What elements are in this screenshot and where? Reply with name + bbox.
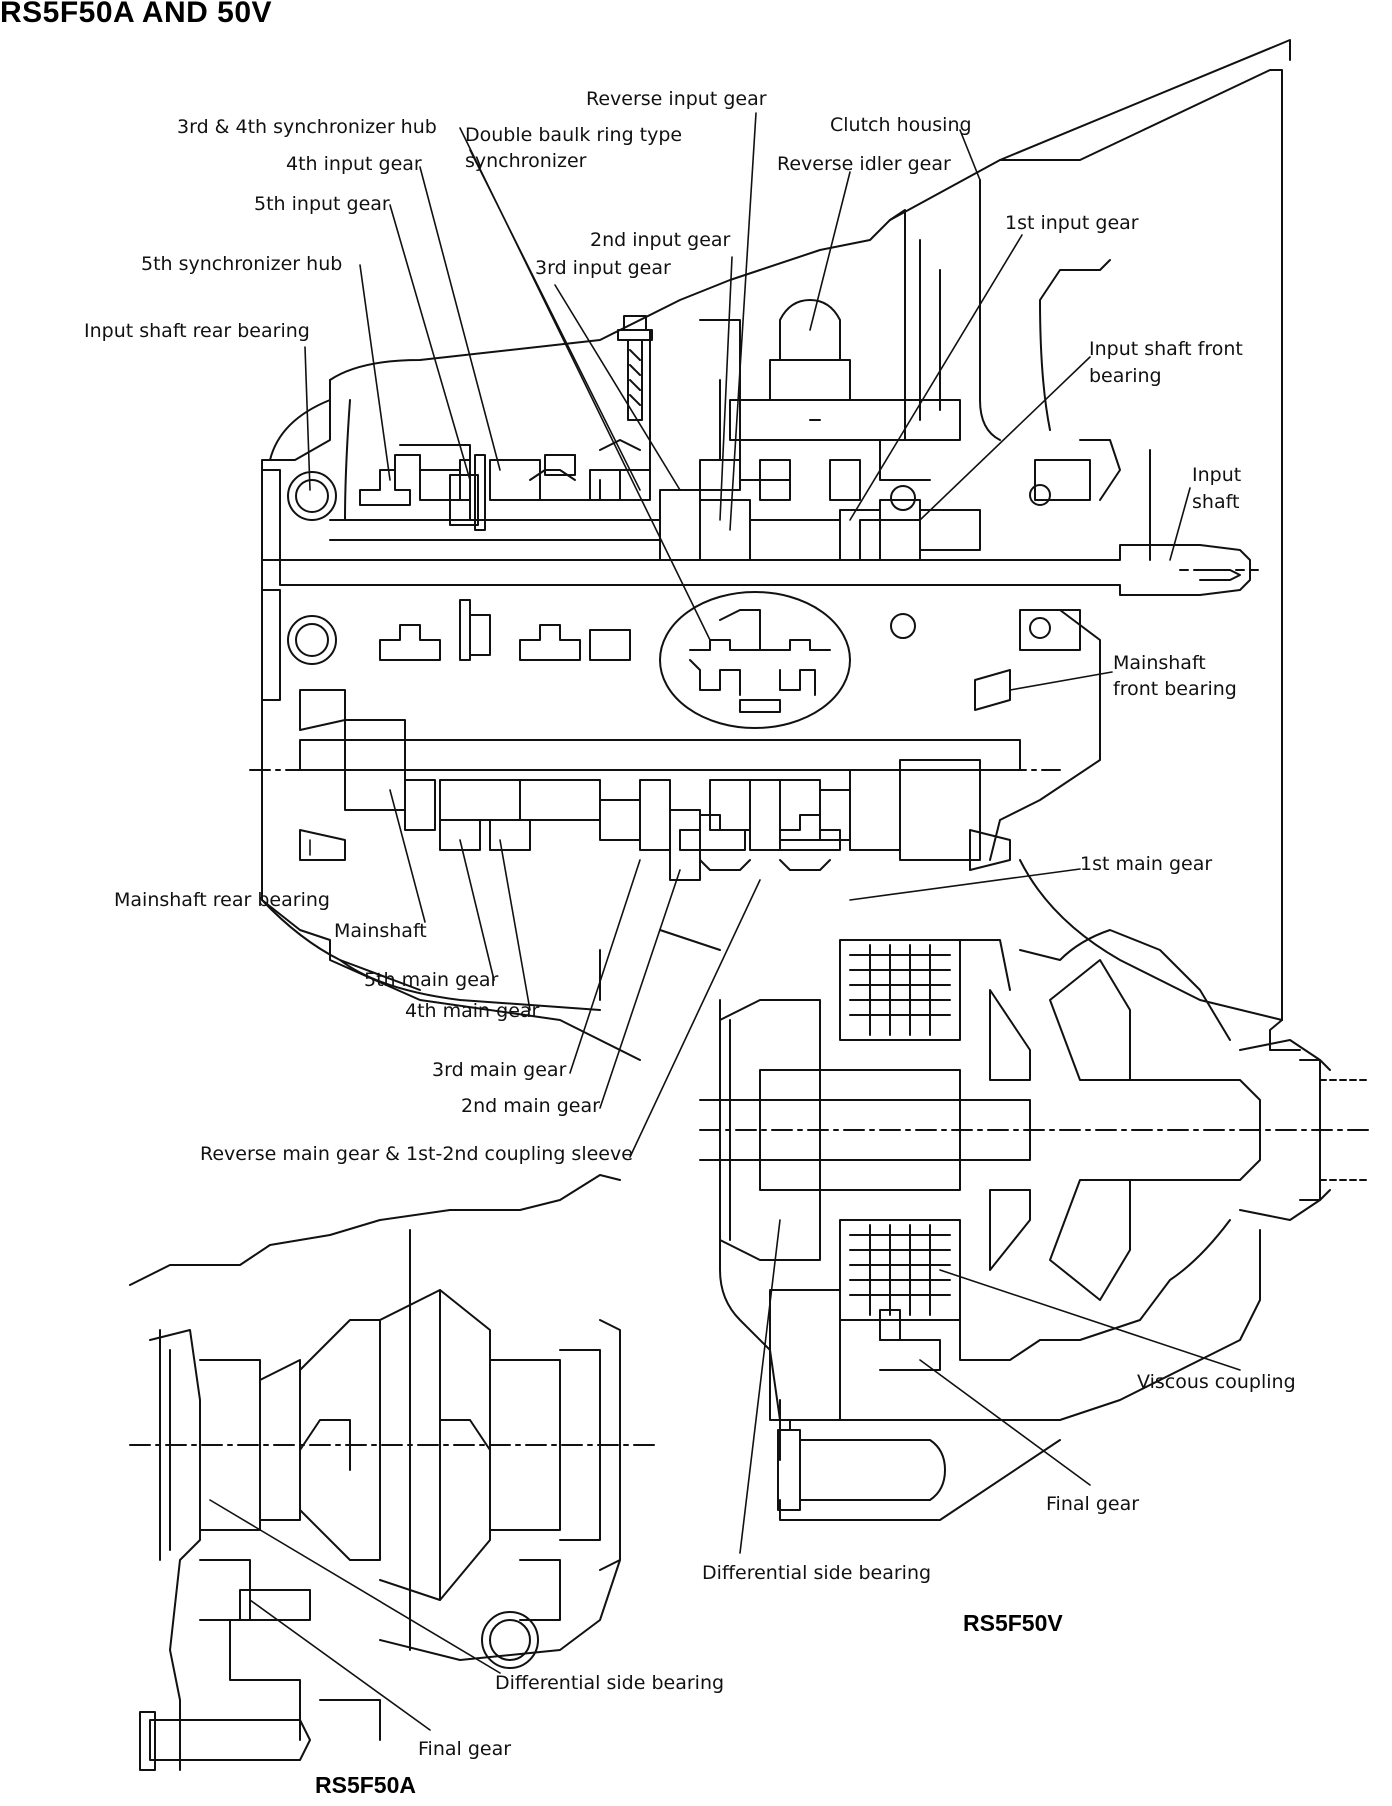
label-double-baulk-ring-2: synchronizer bbox=[465, 150, 587, 172]
leader-lines bbox=[209, 112, 1241, 1731]
label-double-baulk-ring-1: Double baulk ring type bbox=[465, 124, 683, 146]
input-shaft bbox=[279, 459, 1261, 596]
label-4th-input-gear: 4th input gear bbox=[286, 153, 422, 175]
label-differential-side-bearing-50v: Differential side bearing bbox=[702, 1562, 932, 1584]
label-final-gear-50a: Final gear bbox=[418, 1738, 512, 1760]
label-2nd-main-gear: 2nd main gear bbox=[461, 1095, 600, 1117]
lower-synchronizers bbox=[379, 599, 841, 871]
variant-label-rs5f50v: RS5F50V bbox=[963, 1610, 1063, 1636]
label-input-shaft-front-bearing-2: bearing bbox=[1089, 365, 1162, 387]
label-input-shaft-1: Input bbox=[1192, 464, 1242, 486]
case-bolt bbox=[617, 315, 653, 421]
label-1st-input-gear: 1st input gear bbox=[1005, 212, 1139, 234]
label-mainshaft-rear-bearing: Mainshaft rear bearing bbox=[114, 889, 330, 911]
page-title: RS5F50A AND 50V bbox=[0, 0, 273, 29]
double-baulk-detail-circle bbox=[659, 591, 851, 729]
label-2nd-input-gear: 2nd input gear bbox=[590, 229, 731, 251]
label-3rd-main-gear: 3rd main gear bbox=[432, 1059, 567, 1081]
variant-label-rs5f50a: RS5F50A bbox=[315, 1772, 416, 1798]
label-reverse-input-gear: Reverse input gear bbox=[586, 88, 767, 110]
upper-synchronizers bbox=[329, 319, 741, 541]
label-input-shaft-2: shaft bbox=[1192, 491, 1240, 513]
label-mainshaft-front-bearing-1: Mainshaft bbox=[1113, 652, 1206, 674]
reverse-idler-gear bbox=[729, 299, 961, 481]
label-1st-main-gear: 1st main gear bbox=[1080, 853, 1213, 875]
label-mainshaft: Mainshaft bbox=[334, 920, 427, 942]
differential-50a-inset bbox=[129, 1174, 661, 1771]
label-5th-input-gear: 5th input gear bbox=[254, 193, 390, 215]
differential-50v bbox=[699, 929, 1371, 1521]
label-5th-main-gear: 5th main gear bbox=[364, 969, 499, 991]
label-reverse-idler-gear: Reverse idler gear bbox=[777, 153, 951, 175]
label-final-gear-50v: Final gear bbox=[1046, 1493, 1140, 1515]
label-5th-synchronizer-hub: 5th synchronizer hub bbox=[141, 253, 343, 275]
label-input-shaft-rear-bearing: Input shaft rear bearing bbox=[84, 320, 310, 342]
bearings bbox=[287, 459, 1091, 871]
label-differential-side-bearing-50a: Differential side bearing bbox=[495, 1672, 725, 1694]
label-reverse-main-gear-coupling-sleeve: Reverse main gear & 1st-2nd coupling sle… bbox=[200, 1143, 633, 1165]
mainshaft bbox=[249, 719, 1061, 881]
label-mainshaft-front-bearing-2: front bearing bbox=[1113, 678, 1237, 700]
label-viscous-coupling: Viscous coupling bbox=[1137, 1371, 1296, 1393]
label-input-shaft-front-bearing-1: Input shaft front bbox=[1089, 338, 1243, 360]
label-3rd-input-gear: 3rd input gear bbox=[535, 257, 671, 279]
label-clutch-housing: Clutch housing bbox=[830, 114, 972, 136]
label-3rd-4th-synchronizer-hub: 3rd & 4th synchronizer hub bbox=[177, 116, 437, 138]
label-4th-main-gear: 4th main gear bbox=[405, 1000, 540, 1022]
transmission-case bbox=[261, 39, 1301, 1061]
